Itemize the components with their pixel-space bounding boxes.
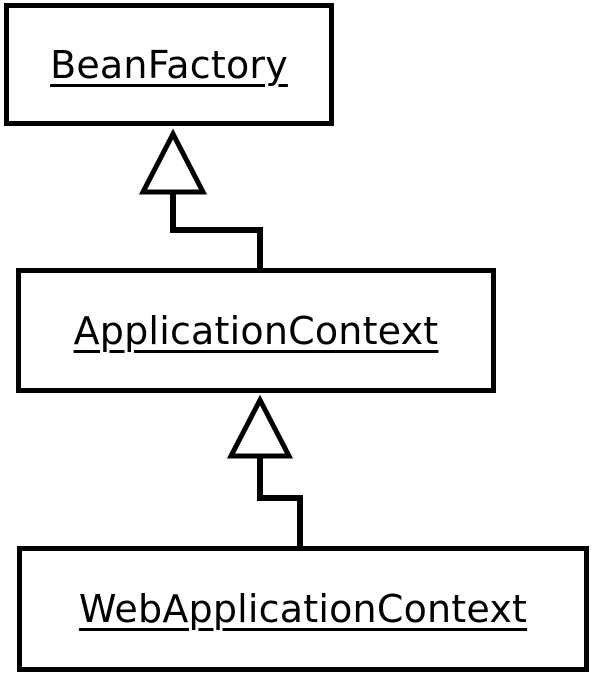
class-name-applicationcontext: ApplicationContext: [73, 308, 439, 353]
class-name-webapplicationcontext: WebApplicationContext: [78, 587, 528, 631]
class-box-applicationcontext: ApplicationContext: [16, 268, 496, 393]
generalization-line-webapplicationcontext-to-applicationcontext: [257, 456, 303, 546]
generalization-arrowhead-beanfactory: [138, 128, 208, 195]
generalization-line-applicationcontext-to-beanfactory: [170, 192, 263, 268]
generalization-arrowhead-applicationcontext: [226, 394, 294, 459]
class-name-beanfactory: BeanFactory: [50, 42, 288, 87]
class-box-beanfactory: BeanFactory: [4, 3, 334, 126]
class-box-webapplicationcontext: WebApplicationContext: [17, 546, 589, 672]
